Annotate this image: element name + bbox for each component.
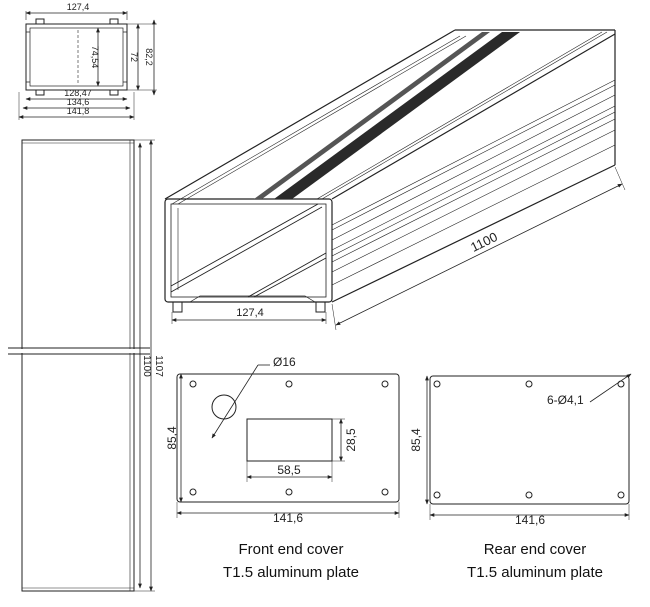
profile-inner-height-label: 74,54	[90, 46, 100, 69]
front-caption-line2: T1.5 aluminum plate	[223, 564, 359, 581]
large-hole-icon	[211, 394, 237, 420]
side-length-outer-label: 1107	[153, 355, 164, 377]
rear-height-label: 85,4	[409, 428, 423, 452]
front-cutout-width-label: 58,5	[277, 463, 301, 477]
iso-length-label: 1100	[468, 229, 500, 255]
rear-width-label: 141,6	[515, 513, 545, 527]
profile-mid-width-label: 134,6	[67, 97, 90, 107]
isometric-view	[164, 29, 626, 331]
front-cutout-height-label: 28,5	[344, 428, 358, 452]
rear-cover-caption: Rear end cover T1.5 aluminum plate	[430, 538, 640, 584]
front-cover-caption: Front end cover T1.5 aluminum plate	[186, 538, 396, 584]
profile-outer-height-label: 82,2	[144, 48, 154, 66]
rear-caption-line1: Rear end cover	[483, 541, 587, 558]
profile-section-view	[18, 11, 157, 120]
profile-top-width-label: 127,4	[67, 2, 90, 12]
front-width-label: 141,6	[273, 511, 303, 525]
front-end-cover	[176, 364, 400, 518]
front-hole-dia-label: Ø16	[273, 355, 296, 369]
profile-slot-height-label: 72	[129, 52, 139, 62]
rear-holes-label: 6-Ø4,1	[547, 393, 584, 407]
front-height-label: 85,4	[165, 426, 179, 450]
rear-caption-line2: T1.5 aluminum plate	[467, 564, 603, 581]
front-caption-line1: Front end cover	[238, 541, 344, 558]
iso-opening-width-label: 127,4	[236, 307, 264, 319]
mount-hole-icon	[189, 380, 197, 388]
cutout-rectangle	[246, 418, 333, 462]
side-view	[8, 139, 155, 592]
rear-end-cover	[425, 373, 632, 520]
profile-outer-width-label: 141,8	[67, 106, 90, 116]
profile-inner-width-label: 128,47	[64, 88, 92, 98]
side-length-inner-label: 1100	[141, 355, 152, 377]
